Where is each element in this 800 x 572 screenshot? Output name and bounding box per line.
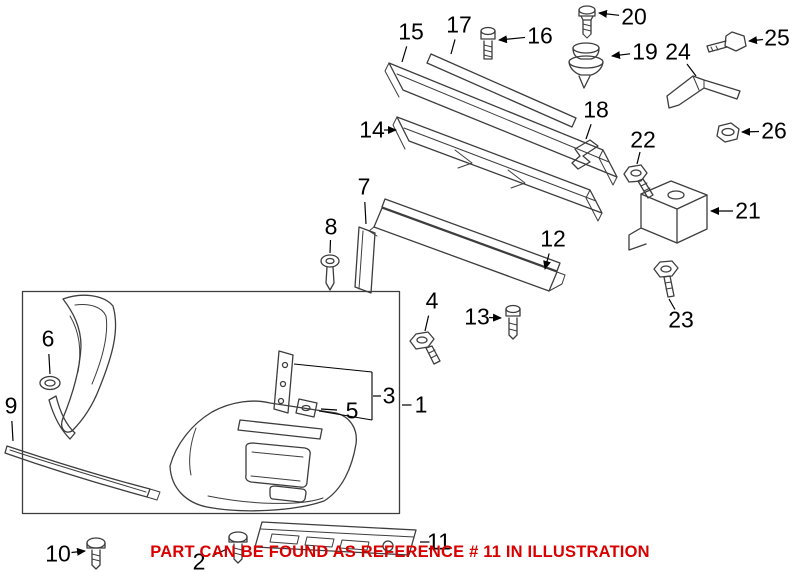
leader-line-19 — [611, 51, 631, 60]
leader-lines — [11, 9, 764, 557]
part-18-clip-drawing — [571, 139, 599, 170]
part-4-bolt-drawing — [409, 331, 441, 365]
leader-line-4 — [424, 315, 430, 332]
callout-25: 25 — [764, 24, 790, 51]
callout-8: 8 — [324, 213, 338, 240]
callout-26: 26 — [761, 117, 787, 144]
leader-line-6 — [48, 353, 51, 375]
callout-17: 17 — [446, 11, 472, 38]
callout-4: 4 — [425, 287, 439, 314]
callout-11: 11 — [427, 528, 451, 555]
part-12-lower-valance-drawing — [368, 198, 566, 292]
part-3-bracket-drawing — [273, 350, 294, 414]
part-6-cap-drawing — [39, 375, 61, 391]
callout-24: 24 — [665, 38, 691, 65]
callout-2: 2 — [192, 548, 206, 572]
part-17-trim-strip-drawing — [426, 53, 577, 128]
callout-3: 3 — [382, 382, 396, 409]
callout-18: 18 — [583, 96, 609, 123]
part-26-nut-drawing — [716, 122, 740, 143]
leader-line-17 — [450, 39, 456, 55]
callout-19: 19 — [632, 38, 658, 65]
part-11-fog-grille-drawing — [254, 521, 417, 556]
leader-line-2 — [212, 548, 228, 557]
part-20-screw-drawing — [578, 5, 596, 39]
part-9-lower-strip-drawing — [4, 445, 161, 501]
part-15-impact-bar-drawing — [384, 62, 618, 186]
leader-line-23 — [668, 298, 676, 310]
part-14-energy-absorber-drawing — [392, 116, 603, 222]
callout-3-bracket-lines — [293, 363, 373, 421]
callout-15: 15 — [398, 18, 424, 45]
diagram-caption: PART CAN BE FOUND AS REFERENCE # 11 IN I… — [150, 543, 650, 561]
part-16-bolt-drawing — [480, 26, 496, 60]
callout-14: 14 — [359, 116, 385, 143]
leader-line-5 — [320, 408, 338, 411]
leader-line-20 — [598, 9, 620, 18]
callout-12: 12 — [540, 225, 566, 252]
part-19-buffer-drawing — [568, 42, 604, 89]
part-24-bracket-drawing — [666, 75, 741, 109]
part-7-strip-drawing — [354, 226, 376, 294]
leader-line-10 — [71, 547, 86, 556]
bumper-corner-section-drawing — [48, 294, 117, 440]
leader-line-13 — [488, 313, 502, 322]
part-2-screw-drawing — [228, 531, 248, 564]
part-10-screw-drawing — [86, 537, 106, 570]
part-1-bumper-cover-drawing — [169, 400, 357, 512]
leader-line-25 — [748, 36, 764, 45]
leader-line-22 — [636, 151, 641, 165]
leader-line-18 — [585, 123, 592, 140]
callout-10: 10 — [45, 540, 71, 567]
callout-13: 13 — [464, 303, 490, 330]
part-8-clip-drawing — [320, 254, 340, 291]
callout-7: 7 — [357, 173, 371, 200]
leader-line-12 — [543, 253, 551, 270]
leader-line-7 — [364, 201, 367, 225]
leader-line-15 — [401, 46, 408, 63]
callout-23: 23 — [668, 306, 694, 333]
callout-6: 6 — [41, 325, 55, 352]
callout-16: 16 — [527, 22, 553, 49]
callout-9: 9 — [4, 392, 18, 419]
leader-line-26 — [741, 127, 760, 136]
leader-line-16 — [498, 35, 526, 44]
callout-21: 21 — [735, 197, 761, 224]
part-21-side-bracket-drawing — [628, 180, 708, 251]
leader-line-24 — [686, 63, 697, 77]
callout-1: 1 — [414, 391, 428, 418]
leader-line-9 — [11, 420, 14, 442]
part-23-bolt-drawing — [653, 260, 679, 298]
inset-box — [21, 290, 401, 515]
callout-20: 20 — [621, 3, 647, 30]
callout-5: 5 — [345, 397, 359, 424]
part-25-bolt-drawing — [706, 31, 747, 53]
callout-22: 22 — [630, 126, 656, 153]
leader-line-8 — [329, 239, 332, 254]
part-13-bolt-drawing — [505, 304, 521, 340]
